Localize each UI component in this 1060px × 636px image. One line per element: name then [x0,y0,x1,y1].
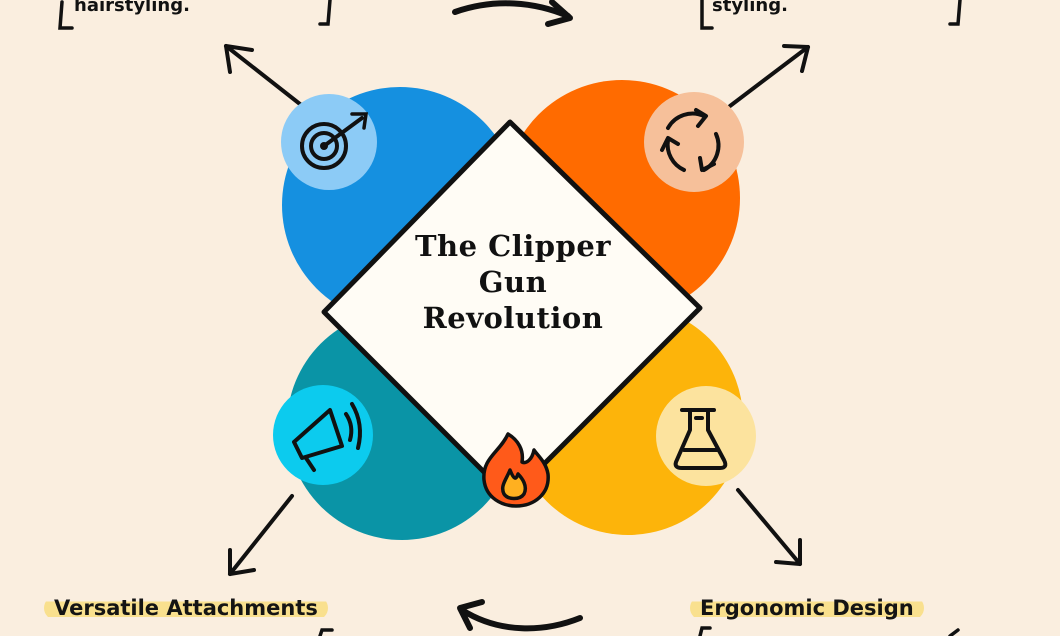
flask-icon [656,386,756,486]
arrow-top-right [728,44,810,108]
ergonomic-design-text: Ergonomic Design [690,596,924,620]
diagram-title: The Clipper Gun Revolution [388,228,638,336]
versatile-attachments-label: Versatile Attachments [44,595,328,621]
arrow-top-left [224,44,307,110]
bottom-left-bracket [318,628,334,636]
fire-icon [482,432,550,508]
top-left-caption: hairstyling. [74,0,190,16]
versatile-attachments-text: Versatile Attachments [44,596,328,620]
top-right-bracket-right [948,0,962,26]
megaphone-icon [273,385,373,485]
ergonomic-design-label: Ergonomic Design [690,595,924,621]
top-right-caption: styling. [712,0,788,16]
top-right-bracket [700,0,714,30]
top-left-bracket-right [318,0,332,26]
title-line-2: Gun [478,265,548,299]
recycle-arrows-icon [644,92,744,192]
title-line-1: The Clipper [414,229,612,263]
top-left-bracket [58,0,74,30]
bottom-right-bracket [698,626,712,636]
bottom-curved-arrow [457,599,583,632]
bottom-right-bracket-right [948,628,960,636]
arrow-bottom-right [736,488,802,566]
arrow-bottom-left [228,494,294,576]
top-curved-arrow [452,0,573,27]
target-arrow-icon [281,94,377,190]
title-line-3: Revolution [422,301,604,335]
